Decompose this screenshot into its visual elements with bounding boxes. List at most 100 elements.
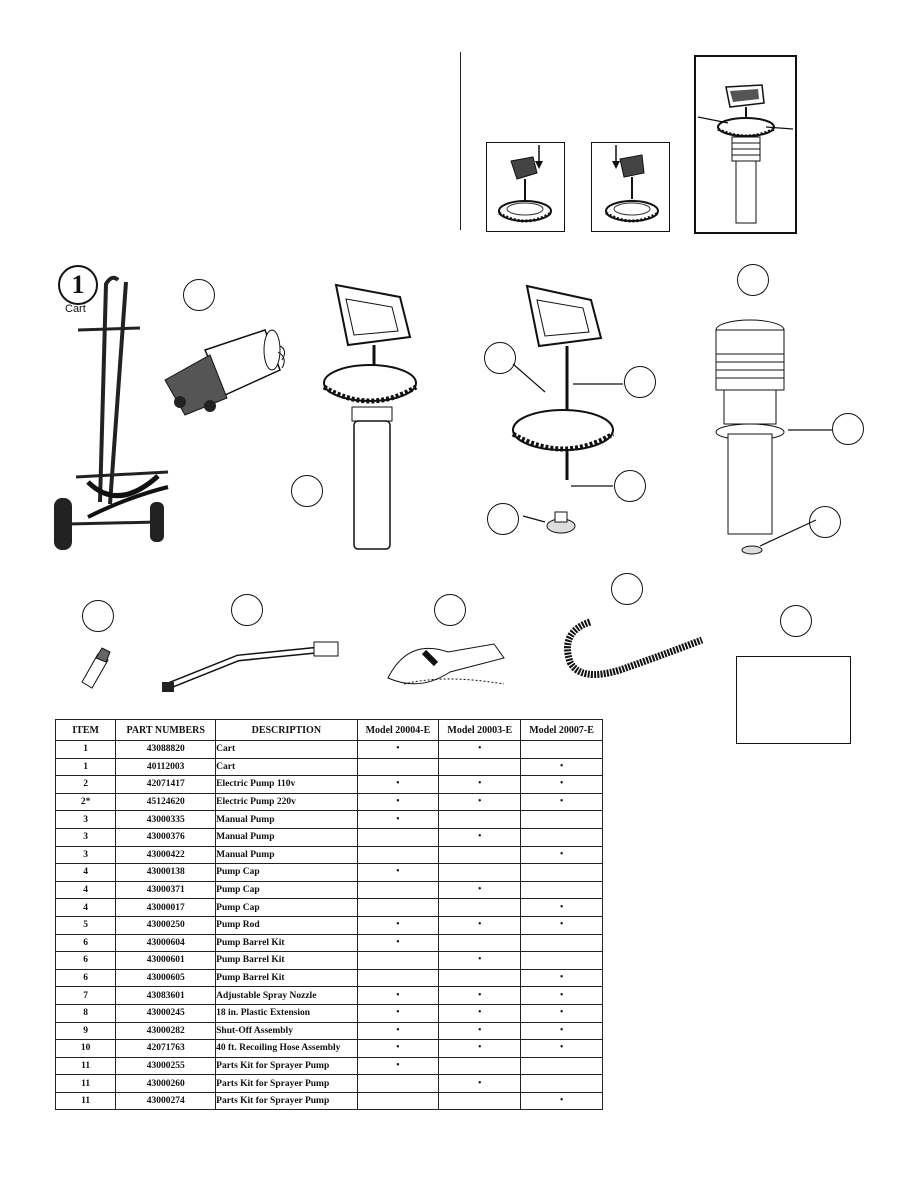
row-description: 18 in. Plastic Extension bbox=[215, 1003, 358, 1023]
row-model-20004: • bbox=[356, 915, 440, 935]
pump-cap-exploded-illustration bbox=[511, 284, 623, 534]
assembly-step-frame-1 bbox=[486, 142, 565, 232]
pump-insert-illustration-1 bbox=[498, 145, 552, 223]
row-model-20007 bbox=[520, 827, 603, 847]
header-model-20007: Model 20007-E bbox=[520, 719, 603, 741]
callout-electric-pump bbox=[183, 279, 215, 311]
assembly-step-frame-2 bbox=[591, 142, 670, 232]
row-part-number: 43088820 bbox=[115, 740, 217, 759]
header-part-numbers: PART NUMBERS bbox=[115, 719, 217, 741]
callout-spray-nozzle bbox=[82, 600, 114, 632]
row-part-number: 43000605 bbox=[115, 968, 217, 988]
row-item: 2* bbox=[54, 792, 117, 812]
row-model-20007 bbox=[520, 863, 603, 882]
section-divider bbox=[460, 52, 461, 230]
row-model-20004: • bbox=[356, 1021, 440, 1041]
callout-valve bbox=[809, 506, 841, 538]
row-model-20007 bbox=[520, 810, 603, 829]
row-model-20004 bbox=[356, 1091, 440, 1111]
row-model-20004: • bbox=[356, 1003, 440, 1023]
row-model-20003: • bbox=[438, 792, 522, 812]
row-model-20003 bbox=[438, 898, 522, 917]
row-model-20004: • bbox=[356, 863, 440, 882]
callout-pump-rod bbox=[624, 366, 656, 398]
row-model-20003: • bbox=[438, 951, 522, 970]
cart-label: Cart bbox=[65, 303, 86, 315]
row-part-number: 43000604 bbox=[115, 933, 217, 953]
cart-illustration bbox=[54, 275, 169, 550]
row-item: 4 bbox=[54, 898, 117, 917]
header-item: ITEM bbox=[54, 719, 117, 741]
row-part-number: 43000250 bbox=[115, 915, 217, 935]
row-model-20003: • bbox=[438, 1003, 522, 1023]
row-model-20007 bbox=[520, 951, 603, 970]
callout-manual-pump bbox=[291, 475, 323, 507]
row-part-number: 43000335 bbox=[115, 810, 217, 829]
row-model-20003 bbox=[438, 1056, 522, 1076]
row-model-20003 bbox=[438, 863, 522, 882]
row-description: Shut-Off Assembly bbox=[215, 1021, 358, 1041]
row-model-20004: • bbox=[356, 1056, 440, 1076]
row-model-20003: • bbox=[438, 915, 522, 935]
callout-plastic-extension bbox=[231, 594, 263, 626]
assembly-step-frame-3 bbox=[694, 55, 797, 234]
row-model-20007 bbox=[520, 1074, 603, 1093]
row-description: Pump Cap bbox=[215, 880, 358, 900]
pump-barrel-illustration bbox=[715, 319, 832, 555]
row-model-20007: • bbox=[520, 792, 603, 812]
row-model-20007: • bbox=[520, 986, 603, 1005]
row-item: 2 bbox=[54, 775, 117, 794]
electric-pump-illustration bbox=[164, 329, 286, 416]
row-item: 10 bbox=[54, 1039, 117, 1058]
row-description: Manual Pump bbox=[215, 810, 358, 829]
recoiling-hose-illustration bbox=[564, 618, 704, 678]
pump-in-tank-illustration bbox=[697, 84, 794, 224]
row-model-20004: • bbox=[356, 986, 440, 1005]
row-model-20004 bbox=[356, 968, 440, 988]
row-item: 11 bbox=[54, 1091, 117, 1111]
row-description: Pump Rod bbox=[215, 915, 358, 935]
row-model-20004: • bbox=[356, 810, 440, 829]
row-part-number: 43000245 bbox=[115, 1003, 217, 1023]
row-description: Cart bbox=[215, 740, 358, 759]
row-description: Manual Pump bbox=[215, 827, 358, 847]
row-description: Parts Kit for Sprayer Pump bbox=[215, 1056, 358, 1076]
row-item: 6 bbox=[54, 933, 117, 953]
row-model-20007: • bbox=[520, 1039, 603, 1058]
row-model-20007: • bbox=[520, 845, 603, 865]
row-model-20007: • bbox=[520, 915, 603, 935]
row-description: Pump Cap bbox=[215, 898, 358, 917]
header-description: DESCRIPTION bbox=[215, 719, 358, 741]
row-model-20007: • bbox=[520, 1091, 603, 1111]
row-model-20007: • bbox=[520, 968, 603, 988]
row-item: 3 bbox=[54, 827, 117, 847]
row-model-20003 bbox=[438, 1091, 522, 1111]
row-model-20004: • bbox=[356, 740, 440, 759]
row-description: Pump Barrel Kit bbox=[215, 951, 358, 970]
row-model-20007: • bbox=[520, 775, 603, 794]
callout-shut-off-assembly bbox=[434, 594, 466, 626]
row-model-20003 bbox=[438, 810, 522, 829]
spray-nozzle-illustration bbox=[81, 647, 111, 689]
row-model-20003: • bbox=[438, 986, 522, 1005]
row-model-20007 bbox=[520, 880, 603, 900]
row-item: 11 bbox=[54, 1056, 117, 1076]
row-model-20004 bbox=[356, 951, 440, 970]
row-part-number: 43000255 bbox=[115, 1056, 217, 1076]
header-model-20004: Model 20004-E bbox=[356, 719, 440, 741]
row-model-20004: • bbox=[356, 775, 440, 794]
row-model-20003: • bbox=[438, 1021, 522, 1041]
row-item: 5 bbox=[54, 915, 117, 935]
